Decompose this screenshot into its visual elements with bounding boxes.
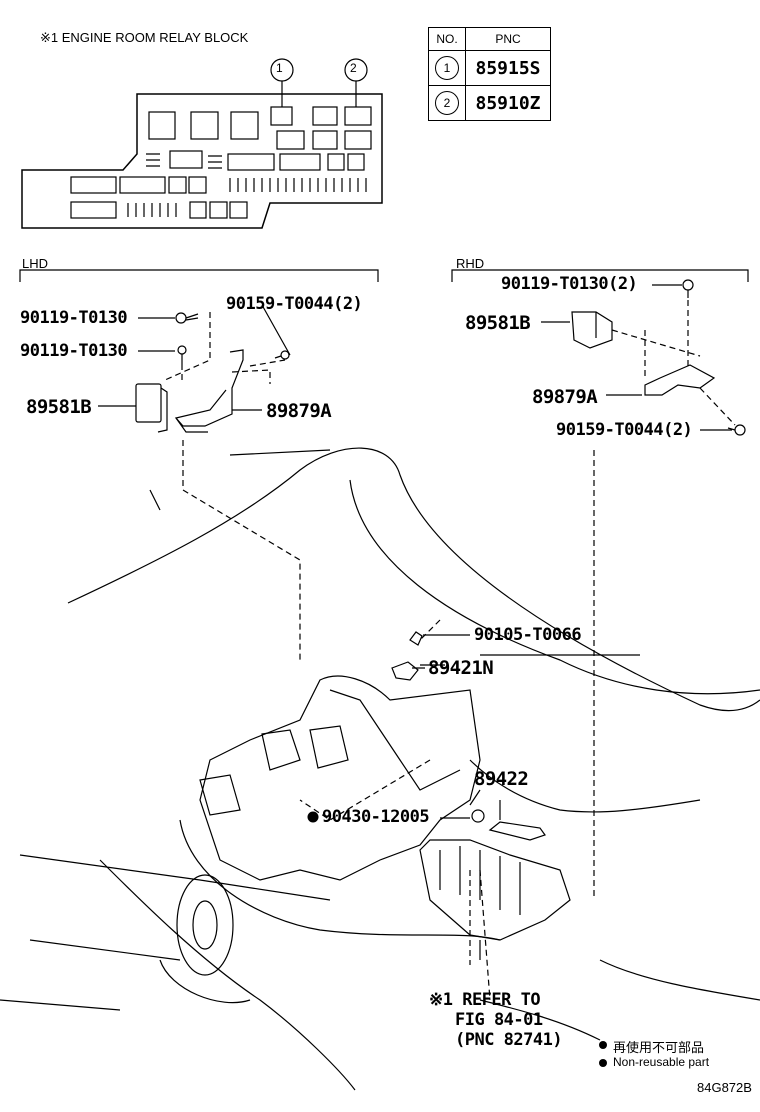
pnc-table: NO. PNC 1 85915S 2 85910Z — [428, 27, 551, 121]
part-number-label[interactable]: 90159-T0044(2) — [226, 294, 363, 314]
pnc-row-value: 85910Z — [465, 85, 551, 121]
table-row: 2 85910Z — [428, 85, 551, 121]
non-reusable-dot-90430 — [307, 811, 319, 823]
refer-note-line2[interactable]: FIG 84-01 — [455, 1010, 543, 1030]
callout-2: 2 — [350, 61, 357, 75]
legend-dot-2 — [599, 1059, 607, 1067]
table-row: 1 85915S — [428, 50, 551, 86]
callout-1: 1 — [276, 61, 283, 75]
rhd-label: RHD — [456, 256, 485, 271]
engine-drawing — [0, 447, 760, 1091]
part-number-label[interactable]: 89581B — [465, 312, 531, 334]
part-number-label[interactable]: 89421N — [428, 657, 494, 679]
part-number-label[interactable]: 89422 — [474, 768, 529, 790]
figure-id: 84G872B — [697, 1080, 752, 1095]
part-number-label[interactable]: 90119-T0130 — [20, 341, 128, 361]
legend-jp: 再使用不可部品 — [613, 1041, 705, 1056]
part-number-label[interactable]: 90119-T0130 — [20, 308, 128, 328]
lhd-label: LHD — [22, 256, 49, 271]
part-number-label[interactable]: 90119-T0130(2) — [501, 274, 638, 294]
part-number-label[interactable]: 90430-12005 — [322, 807, 430, 827]
part-number-label[interactable]: 90159-T0044(2) — [556, 420, 693, 440]
pnc-row-value: 85915S — [465, 50, 551, 86]
refer-note-line1[interactable]: ※1 REFER TO — [429, 990, 541, 1010]
pnc-table-header-no: NO. — [428, 27, 466, 51]
part-number-label[interactable]: 90105-T0066 — [474, 625, 582, 645]
relay-block-title: ※1 ENGINE ROOM RELAY BLOCK — [40, 30, 249, 45]
pnc-row-no: 2 — [435, 91, 459, 115]
rhd-parts-drawing — [541, 279, 746, 900]
legend-dot-1 — [599, 1041, 607, 1049]
part-number-label[interactable]: 89879A — [266, 400, 332, 422]
pnc-table-header-pnc: PNC — [465, 27, 551, 51]
legend-en: Non-reusable part — [613, 1055, 710, 1069]
pnc-row-no: 1 — [435, 56, 459, 80]
lhd-bracket — [19, 269, 379, 282]
rhd-bracket — [451, 269, 749, 282]
part-number-label[interactable]: 89879A — [532, 386, 598, 408]
lhd-parts-drawing — [98, 304, 301, 660]
relay-block-drawing — [21, 58, 383, 229]
engine-leaders — [412, 634, 470, 669]
refer-note-line3[interactable]: (PNC 82741) — [455, 1030, 563, 1050]
part-number-label[interactable]: 89581B — [26, 396, 92, 418]
